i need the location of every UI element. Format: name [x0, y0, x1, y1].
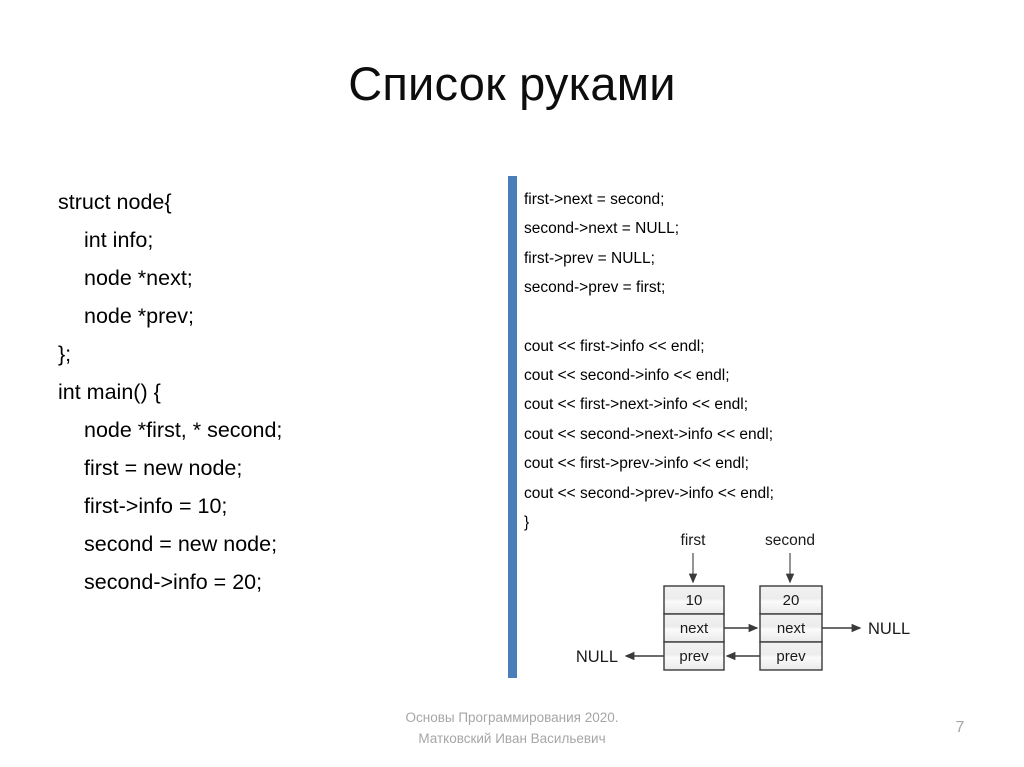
page-title: Список руками: [348, 57, 676, 110]
right-code-line: cout << second->prev->info << endl;: [524, 484, 774, 502]
right-code-line: cout << first->prev->info << endl;: [524, 455, 749, 473]
footer-line-2: Матковский Иван Васильевич: [418, 731, 606, 746]
node1-info-value: 10: [686, 592, 703, 609]
node-box-first: 10 next prev: [663, 585, 725, 671]
footer-line-1: Основы Программирования 2020.: [405, 710, 619, 725]
node1-prev-label: prev: [679, 648, 709, 665]
right-code-line: second->next = NULL;: [524, 220, 680, 238]
null-label-left: NULL: [576, 648, 618, 666]
right-code-line: cout << second->info << endl;: [524, 367, 730, 385]
linked-list-diagram: first second 10 next prev 20 next: [560, 526, 960, 686]
right-code-line: }: [524, 514, 530, 532]
left-code-line: node *first, * second;: [84, 418, 283, 442]
node-box-second: 20 next prev: [759, 585, 823, 671]
right-code-line: cout << first->next->info << endl;: [524, 396, 749, 414]
pointer-label-second: second: [765, 532, 815, 549]
null-label-right: NULL: [868, 620, 910, 638]
right-code-line: cout << first->info << endl;: [524, 337, 705, 355]
footer: Основы Программирования 2020. Матковский…: [0, 707, 1024, 749]
left-code-line: second->info = 20;: [84, 570, 263, 594]
left-code-block: struct node{ int info; node *next; node *pr…: [58, 183, 282, 601]
node1-next-label: next: [680, 620, 709, 637]
left-code-line: int main() {: [58, 380, 161, 404]
node2-prev-label: prev: [776, 648, 806, 665]
code-blank-line: [524, 303, 774, 332]
left-code-line: node *prev;: [84, 304, 194, 328]
left-code-line: struct node{: [58, 190, 172, 214]
left-code-line: first->info = 10;: [84, 494, 228, 518]
pointer-label-first: first: [681, 532, 707, 549]
left-code-line: node *next;: [84, 266, 193, 290]
left-code-line: second = new node;: [84, 532, 278, 556]
node2-info-value: 20: [783, 592, 800, 609]
right-code-line: first->next = second;: [524, 191, 665, 208]
page-number: 7: [955, 719, 965, 736]
accent-bar: [508, 176, 517, 678]
left-code-line: first = new node;: [84, 456, 243, 480]
left-code-line: int info;: [84, 228, 154, 252]
right-code-line: second->prev = first;: [524, 279, 666, 297]
left-code-line: };: [58, 342, 72, 366]
right-code-line: first->prev = NULL;: [524, 249, 655, 267]
node2-next-label: next: [777, 620, 806, 637]
right-code-line: cout << second->next->info << endl;: [524, 425, 774, 443]
right-code-block: first->next = second; second->next = NULL…: [524, 185, 774, 537]
